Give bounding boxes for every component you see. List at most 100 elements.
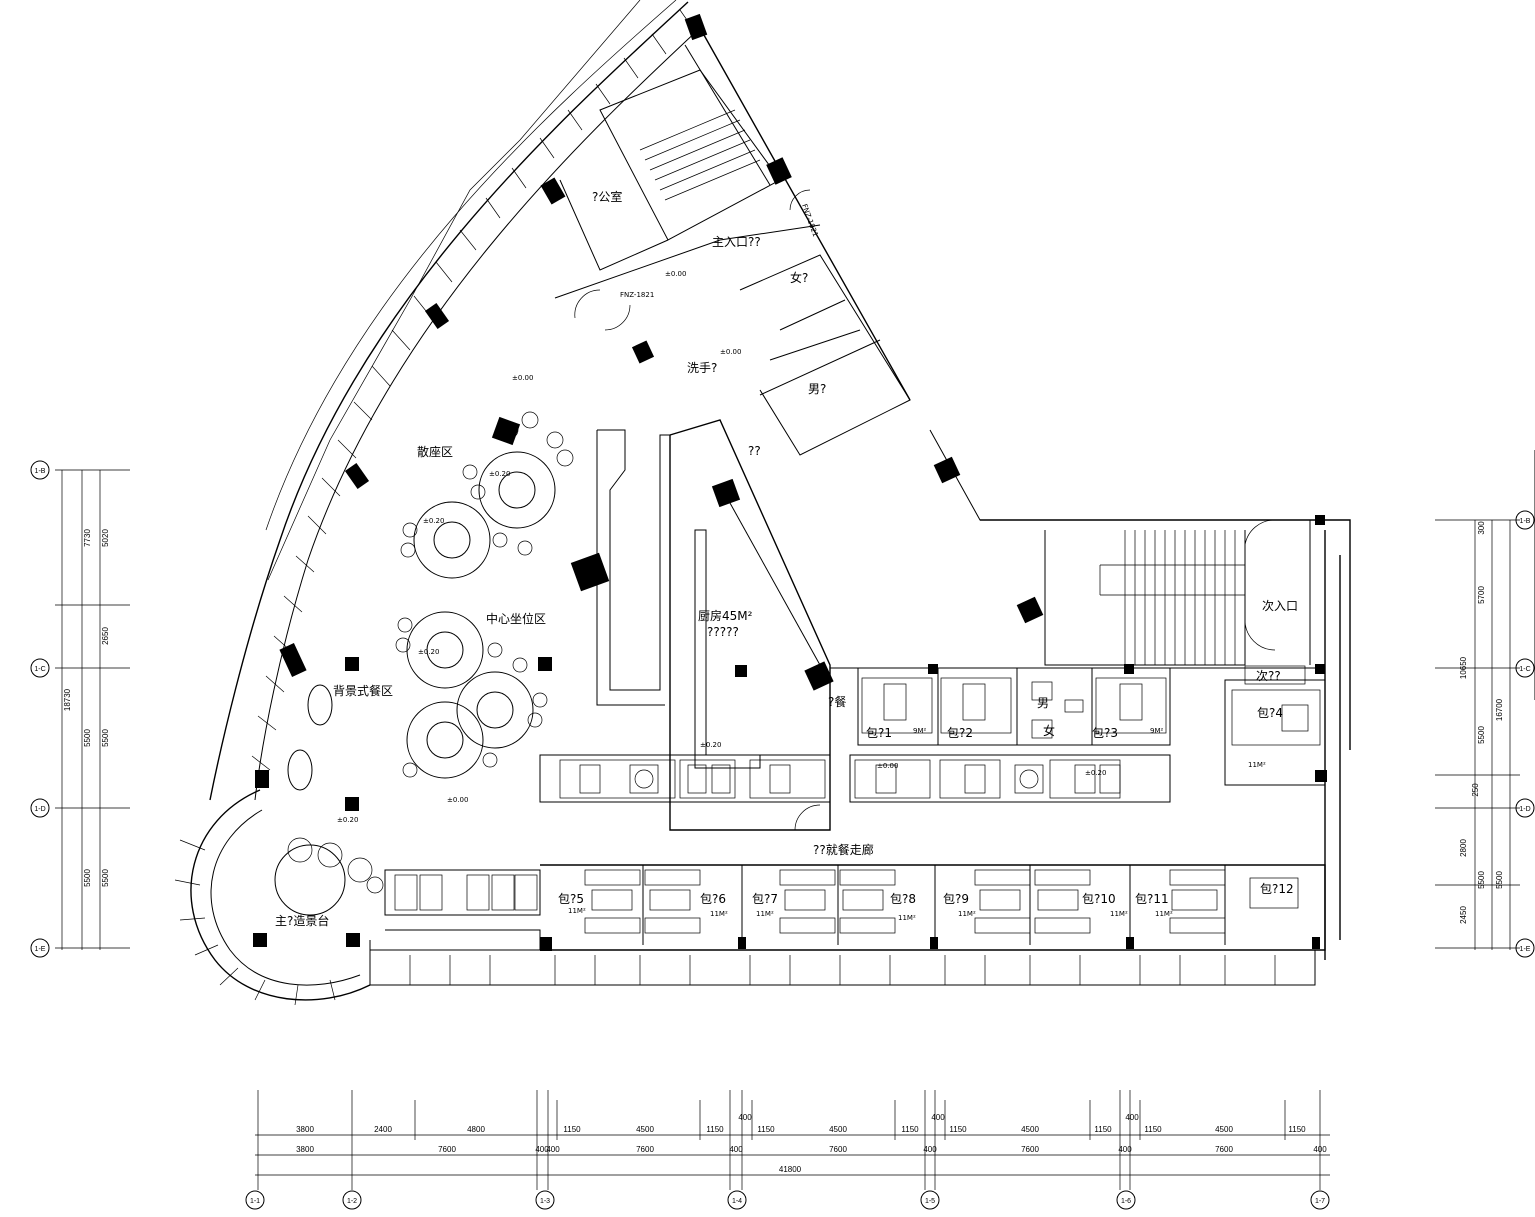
svg-text:1150: 1150 — [901, 1125, 919, 1134]
svg-text:11M²: 11M² — [1248, 761, 1266, 769]
svg-text:1-B: 1-B — [1520, 518, 1531, 525]
svg-text:400: 400 — [738, 1113, 752, 1122]
label-washroom: 洗手? — [687, 361, 717, 375]
svg-text:9M²: 9M² — [913, 727, 926, 735]
svg-text:1-7: 1-7 — [1315, 1198, 1325, 1205]
svg-text:400: 400 — [923, 1145, 937, 1154]
axis-bubble-bottom-2: 1-2 — [342, 1190, 362, 1210]
level-8: ±0.20 — [700, 741, 721, 749]
svg-text:5500: 5500 — [83, 869, 92, 887]
svg-text:11M²: 11M² — [898, 914, 916, 922]
svg-text:10650: 10650 — [1459, 656, 1468, 679]
label-scattered-seating: 散座区 — [417, 444, 453, 459]
room-labels: ?公室 主入口?? 女? 男? 洗手? ?? 散座区 中心坐位区 厨房45M² … — [275, 189, 1298, 928]
label-office: ?公室 — [592, 189, 622, 204]
label-female-wc: 女? — [790, 270, 808, 285]
label-unknown-room: ?? — [748, 444, 761, 458]
svg-text:41800: 41800 — [779, 1165, 802, 1174]
round-tables — [274, 411, 574, 916]
axis-bubble-bottom-7: 1-7 — [1310, 1190, 1330, 1210]
private-room-labels: 包?1 9M² 包?2 包?3 9M² 包?4 11M² 包?5 11M² 包?… — [558, 706, 1294, 922]
svg-text:7730: 7730 — [83, 529, 92, 547]
svg-text:1-E: 1-E — [35, 946, 46, 953]
svg-text:16700: 16700 — [1495, 698, 1504, 721]
svg-text:1-3: 1-3 — [540, 1198, 550, 1205]
axis-bubble-bottom-6: 1-6 — [1116, 1190, 1136, 1210]
svg-text:1-C: 1-C — [34, 666, 45, 673]
svg-text:3800: 3800 — [296, 1125, 314, 1134]
svg-text:4500: 4500 — [829, 1125, 847, 1134]
room-label-6: 包?6 — [700, 892, 726, 906]
structural-columns — [253, 13, 1327, 951]
label-wc-male-small: 男 — [1037, 696, 1049, 710]
svg-text:1-C: 1-C — [1519, 666, 1530, 673]
svg-text:5500: 5500 — [1477, 726, 1486, 744]
svg-text:300: 300 — [1477, 521, 1486, 535]
label-wc-female-small: 女 — [1043, 723, 1055, 738]
axis-bubble-left-1: 1-B — [30, 460, 50, 480]
svg-text:2650: 2650 — [101, 627, 110, 645]
axis-bubble-right-3: 1-D — [1515, 798, 1535, 818]
svg-text:1150: 1150 — [757, 1125, 775, 1134]
svg-text:5500: 5500 — [83, 729, 92, 747]
svg-text:1150: 1150 — [949, 1125, 967, 1134]
annotations: FNZ-1821 FNZ-1821 ±0.00 ±0.00 ±0.00 ±0.0… — [337, 203, 1106, 824]
svg-text:1-D: 1-D — [34, 806, 45, 813]
curved-facade — [209, 0, 701, 801]
svg-text:400: 400 — [546, 1145, 560, 1154]
room-label-9: 包?9 — [943, 892, 969, 906]
svg-text:1-B: 1-B — [35, 468, 46, 475]
svg-text:1-E: 1-E — [1520, 946, 1531, 953]
svg-text:11M²: 11M² — [710, 910, 728, 918]
room-label-4: 包?4 — [1257, 706, 1283, 720]
level-11: ±0.00 — [447, 796, 468, 804]
level-5: ±0.20 — [489, 470, 510, 478]
svg-text:11M²: 11M² — [568, 907, 586, 915]
svg-text:400: 400 — [535, 1145, 549, 1154]
svg-text:1-5: 1-5 — [925, 1198, 935, 1205]
booth-furniture — [394, 665, 1321, 934]
doors — [574, 189, 1276, 831]
svg-text:2800: 2800 — [1459, 839, 1468, 857]
room-label-12: 包?12 — [1260, 882, 1294, 896]
label-secondary-entrance: 次入口 — [1262, 599, 1298, 613]
level-4: ±0.00 — [877, 762, 898, 770]
svg-text:4800: 4800 — [467, 1125, 485, 1134]
svg-text:1150: 1150 — [563, 1125, 581, 1134]
room-label-7: 包?7 — [752, 892, 778, 906]
level-6: ±0.20 — [423, 517, 444, 525]
svg-text:5500: 5500 — [101, 869, 110, 887]
svg-text:9M²: 9M² — [1150, 727, 1163, 735]
svg-text:400: 400 — [729, 1145, 743, 1154]
svg-text:5500: 5500 — [1495, 871, 1504, 889]
label-male-wc: 男? — [808, 382, 826, 396]
axis-bubble-bottom-1: 1-1 — [245, 1190, 265, 1210]
svg-text:5500: 5500 — [101, 729, 110, 747]
axis-bubble-bottom-3: 1-3 — [535, 1190, 555, 1210]
svg-text:400: 400 — [1125, 1113, 1139, 1122]
svg-text:2400: 2400 — [374, 1125, 392, 1134]
svg-text:5020: 5020 — [101, 529, 110, 547]
svg-text:400: 400 — [931, 1113, 945, 1122]
label-main-entrance: 主入口?? — [712, 235, 761, 249]
svg-text:1-6: 1-6 — [1121, 1198, 1131, 1205]
svg-text:7600: 7600 — [438, 1145, 456, 1154]
axis-bubble-bottom-4: 1-4 — [727, 1190, 747, 1210]
svg-text:1150: 1150 — [706, 1125, 724, 1134]
interior-walls — [370, 27, 1351, 986]
svg-text:3800: 3800 — [296, 1145, 314, 1154]
dimension-lines — [55, 450, 1535, 1190]
svg-text:400: 400 — [1313, 1145, 1327, 1154]
room-label-11: 包?11 — [1135, 892, 1169, 906]
svg-text:1-4: 1-4 — [732, 1198, 742, 1205]
axis-bubble-right-1: 1-B — [1515, 510, 1535, 530]
label-center-seating: 中心坐位区 — [486, 611, 546, 626]
level-10: ±0.20 — [337, 816, 358, 824]
svg-text:5500: 5500 — [1477, 871, 1486, 889]
svg-text:400: 400 — [1118, 1145, 1132, 1154]
svg-text:1150: 1150 — [1288, 1125, 1306, 1134]
label-pantry: ?餐 — [828, 694, 846, 709]
level-9: ±0.20 — [1085, 769, 1106, 777]
svg-text:1-1: 1-1 — [250, 1198, 260, 1205]
